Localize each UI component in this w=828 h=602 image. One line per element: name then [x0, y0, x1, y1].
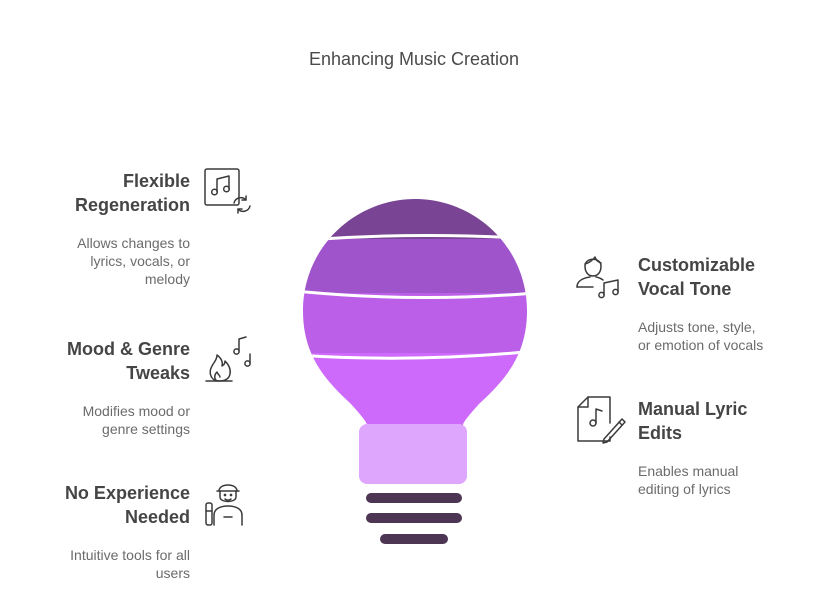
feature-mood-genre-tweaks: Mood & Genre Tweaks Modifies mood or gen… [15, 337, 190, 438]
bulb-band-4 [303, 353, 527, 425]
feature-no-experience-needed: No Experience Needed Intuitive tools for… [15, 481, 190, 582]
bulb-base-ring-3 [380, 534, 448, 544]
feature-heading: Customizable Vocal Tone [638, 255, 756, 299]
document-note-pencil-icon [574, 393, 626, 445]
bulb-band-1 [303, 199, 527, 239]
feature-description: Modifies mood or genre settings [82, 403, 190, 437]
lightbulb-illustration [295, 195, 535, 550]
feature-description: Enables manual editing of lyrics [638, 463, 739, 497]
feature-description: Adjusts tone, style, or emotion of vocal… [638, 319, 764, 353]
bulb-band-3 [303, 293, 527, 353]
feature-customizable-vocal-tone: Customizable Vocal Tone Adjusts tone, st… [638, 253, 808, 354]
person-beginner-icon [202, 477, 254, 529]
bulb-neck [359, 424, 467, 484]
feature-heading: Manual Lyric Edits [638, 399, 748, 443]
bulb-base-ring-1 [366, 493, 462, 503]
bulb-base-ring-2 [366, 513, 462, 523]
feature-heading: No Experience Needed [64, 483, 190, 527]
feature-heading: Flexible Regeneration [74, 171, 190, 215]
feature-description: Intuitive tools for all users [70, 547, 190, 581]
diagram-title: Enhancing Music Creation [308, 49, 520, 69]
singer-music-notes-icon [574, 249, 626, 301]
feature-flexible-regeneration: Flexible Regeneration Allows changes to … [15, 169, 190, 288]
feature-manual-lyric-edits: Manual Lyric Edits Enables manual editin… [638, 397, 808, 498]
feature-description: Allows changes to lyrics, vocals, or mel… [77, 235, 190, 287]
fire-music-notes-icon [203, 333, 255, 385]
bulb-band-2 [303, 239, 527, 293]
music-note-refresh-icon [202, 165, 254, 217]
feature-heading: Mood & Genre Tweaks [66, 339, 190, 383]
